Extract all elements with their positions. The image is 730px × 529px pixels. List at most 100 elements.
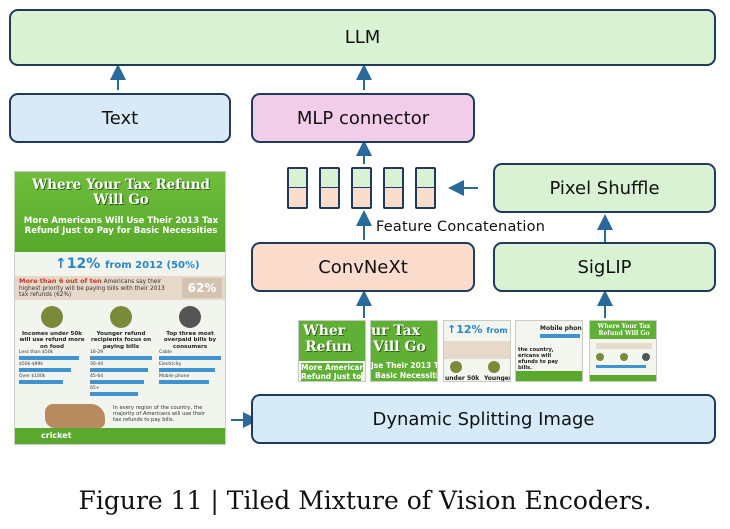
people-icon <box>488 361 500 373</box>
split-tile-5: Where Your Tax Refund Will Go <box>589 320 657 382</box>
tile-3-foot-b: Younger ref <box>484 375 511 382</box>
tile-1-title-b: Refun <box>305 339 352 355</box>
convnext-box: ConvNeXt <box>251 242 475 292</box>
tile-band <box>444 341 510 359</box>
row-bar <box>90 392 138 396</box>
llm-box: LLM <box>9 9 716 66</box>
infographic-rows-2: 18-29 30-44 45-64 65+ <box>90 350 156 398</box>
infographic-pct-big: 12% <box>66 256 101 272</box>
token-convnext-half <box>353 188 370 207</box>
split-tile-3: ↑12% from 2 under 50k Younger ref <box>443 320 511 382</box>
row-label: Mobile phone <box>159 374 190 379</box>
tile-1-sub-b: Refund Just to <box>301 372 362 381</box>
row-bar <box>19 356 79 360</box>
people-icon <box>110 306 132 328</box>
tile-bar <box>596 365 646 368</box>
feature-concatenation-label: Feature Concatenation <box>376 219 546 235</box>
bills-icon <box>642 353 650 361</box>
infographic-rows-1: Less than $50k $50k-$99k Over $100k <box>19 350 85 386</box>
tile-green-band <box>371 321 437 381</box>
token-convnext-half <box>289 188 306 207</box>
tile-2-title-a: ur Tax <box>371 323 420 339</box>
tile-2-sub-b: Basic Necessities <box>375 371 437 380</box>
row-bar <box>19 380 63 384</box>
tile-2-sub-a: Jse Their 2013 Tax <box>371 361 438 370</box>
infographic-col-3-text: Top three most overpaid bills by consume… <box>163 331 217 350</box>
infographic-band-percent: 62% <box>182 278 222 298</box>
infographic-pct-small: from 2012 (50%) <box>105 260 200 271</box>
split-tile-1: Wher Refun More Americar Refund Just to <box>298 320 366 382</box>
infographic-band-text: More than 6 out of ten Americans say the… <box>19 278 169 299</box>
tile-5-title: Where Your Tax Refund Will Go <box>597 323 651 337</box>
row-label: $50k-$99k <box>19 362 44 367</box>
feature-token <box>383 167 404 209</box>
tile-green-band <box>299 321 365 361</box>
llm-label: LLM <box>344 27 381 48</box>
token-siglip-half <box>417 169 434 188</box>
mlp-connector-box: MLP connector <box>251 93 475 143</box>
row-label: 30-44 <box>90 362 104 367</box>
token-convnext-half <box>417 188 434 207</box>
tile-bar <box>540 334 580 338</box>
row-bar <box>159 356 221 360</box>
basket-icon <box>41 306 63 328</box>
infographic-map-text: In every region of the country, the majo… <box>113 405 205 423</box>
text-box: Text <box>9 93 231 143</box>
token-convnext-half <box>385 188 402 207</box>
infographic-col-1-text: Incomes under 50k will use refund more o… <box>19 331 85 350</box>
tile-band <box>596 343 652 349</box>
basket-icon <box>596 353 604 361</box>
token-siglip-half <box>321 169 338 188</box>
tile-4-head: Mobile phone <box>540 325 583 332</box>
row-label: Over $100k <box>19 374 46 379</box>
pixel-shuffle-label: Pixel Shuffle <box>549 177 660 199</box>
people-icon <box>620 353 628 361</box>
row-label: 45-64 <box>90 374 104 379</box>
text-label: Text <box>101 107 139 129</box>
split-tile-4: Mobile phone the country, ericans will e… <box>515 320 583 382</box>
infographic-col-2: Younger refund recipients focus on payin… <box>88 306 154 350</box>
row-bar <box>159 368 215 372</box>
row-bar <box>159 380 209 384</box>
split-tile-2: ur Tax Vill Go Jse Their 2013 Tax Basic … <box>370 320 438 382</box>
infographic-header <box>15 172 225 252</box>
tile-3-pct-value: 12% <box>456 323 483 336</box>
infographic-footer <box>15 428 225 444</box>
feature-token <box>415 167 436 209</box>
token-siglip-half <box>353 169 370 188</box>
infographic-col-2-text: Younger refund recipients focus on payin… <box>90 331 152 350</box>
infographic-title: Where Your Tax Refund Will Go <box>32 177 210 208</box>
token-siglip-half <box>385 169 402 188</box>
row-bar <box>19 368 71 372</box>
tile-3-foot-a: under 50k <box>445 375 480 382</box>
pixel-shuffle-box: Pixel Shuffle <box>493 163 716 213</box>
bills-icon <box>179 306 201 328</box>
row-label: Electricity <box>159 362 182 367</box>
tile-footer <box>516 371 582 381</box>
us-map-icon <box>45 404 105 428</box>
tile-3-pct: ↑12% from 2 <box>447 323 510 336</box>
siglip-box: SigLIP <box>493 242 716 292</box>
infographic-footer-logo: cricket <box>41 431 72 440</box>
infographic-subtitle: More Americans Will Use Their 2013 Tax R… <box>23 216 219 236</box>
feature-token <box>319 167 340 209</box>
mlp-connector-label: MLP connector <box>296 107 430 129</box>
row-label: 65+ <box>90 386 100 391</box>
infographic-percent: ↑12% from 2012 (50%) <box>55 256 200 272</box>
basket-icon <box>450 361 462 373</box>
tile-1-title-a: Wher <box>303 323 346 339</box>
tile-1-sub-a: More Americar <box>301 363 364 372</box>
tile-3-from: from 2 <box>486 326 510 335</box>
input-infographic-image: Where Your Tax Refund Will Go More Ameri… <box>14 171 226 445</box>
dynamic-splitting-label: Dynamic Splitting Image <box>372 408 595 430</box>
token-convnext-half <box>321 188 338 207</box>
row-bar <box>90 356 152 360</box>
tile-4-text: the country, ericans will efunds to pay … <box>518 347 559 371</box>
row-label: Less than $50k <box>19 350 54 355</box>
convnext-label: ConvNeXt <box>318 256 408 278</box>
feature-token <box>351 167 372 209</box>
infographic-rows-3: Cable Electricity Mobile phone <box>159 350 225 386</box>
infographic-band-lead: More than 6 out of ten <box>19 277 102 285</box>
infographic-col-3: Top three most overpaid bills by consume… <box>157 306 223 350</box>
